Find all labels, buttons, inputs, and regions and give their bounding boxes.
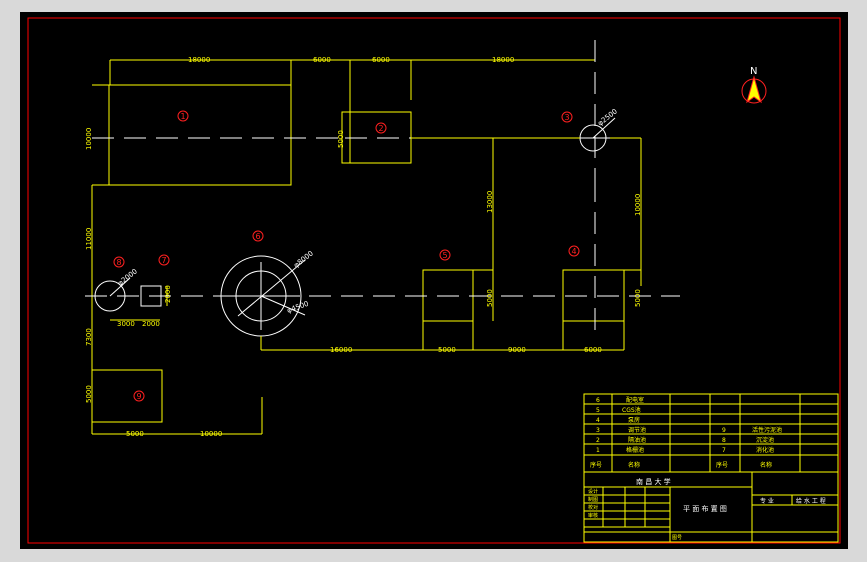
dim-3000: 3000 <box>117 320 135 328</box>
dim-10000-right: 10000 <box>634 194 642 216</box>
table-right-no-1: 8 <box>722 437 726 444</box>
table-row-no-3: 3 <box>596 427 600 434</box>
dim-2000-v: 2000 <box>164 285 172 303</box>
marker-2-label: 2 <box>379 124 384 133</box>
drawing-number-label: 图号 <box>672 535 682 541</box>
table-header-name2: 名称 <box>760 461 772 469</box>
center-lines <box>85 40 680 330</box>
table-row-no-0: 6 <box>596 397 600 404</box>
parts-table: 6 配电室 5 CGS池 4 泵房 3 调节池 2 隔油池 1 格栅池 9 活性… <box>583 393 839 473</box>
marker-6-label: 6 <box>256 232 261 241</box>
drawing-frame <box>27 17 841 544</box>
marker-2: 2 <box>375 122 387 134</box>
dim-5000-bot: 5000 <box>438 346 456 354</box>
table-row-no-2: 4 <box>596 417 600 424</box>
north-label: N <box>750 66 757 77</box>
dim-5000-9w: 5000 <box>126 430 144 438</box>
school-name: 南 昌 大 学 <box>636 477 671 486</box>
table-right-no-0: 9 <box>722 427 726 434</box>
table-right-no-2: 7 <box>722 447 726 454</box>
building-9 <box>91 369 163 423</box>
building-4 <box>562 269 625 322</box>
table-row-name-5: 格栅池 <box>626 446 644 454</box>
marker-7-label: 7 <box>162 256 167 265</box>
marker-5-label: 5 <box>443 251 448 260</box>
markers: 1 2 3 4 5 6 7 8 9 <box>113 110 580 402</box>
dim-16000: 16000 <box>330 346 352 354</box>
table-right-name-0: 活性污泥池 <box>752 426 782 434</box>
north-arrow-icon: N <box>741 66 767 104</box>
dim-5000-b4: 5000 <box>634 289 642 307</box>
role-0: 设计 <box>588 488 598 495</box>
dim-6000-bot: 6000 <box>584 346 602 354</box>
role-2: 校对 <box>588 504 598 511</box>
marker-3: 3 <box>561 111 573 123</box>
dim-11000: 11000 <box>85 228 93 250</box>
table-right-name-2: 消化池 <box>756 446 774 454</box>
building-1 <box>92 84 292 186</box>
marker-4-label: 4 <box>572 247 577 256</box>
table-header-no: 序号 <box>590 461 602 469</box>
dim-5000-b5: 5000 <box>486 289 494 307</box>
table-row-name-4: 隔油池 <box>628 436 646 444</box>
table-row-name-1: CGS池 <box>622 406 641 414</box>
dim-2000-h: 2000 <box>142 320 160 328</box>
dim-13000: 13000 <box>486 191 494 213</box>
dim-5000-b9: 5000 <box>85 385 93 403</box>
drawing-title: 平 面 布 置 图 <box>683 504 727 513</box>
marker-3-label: 3 <box>565 113 570 122</box>
marker-6: 6 <box>252 230 264 242</box>
table-row-name-0: 配电室 <box>626 396 644 404</box>
dim-10000-bot: 10000 <box>200 430 222 438</box>
marker-8-label: 8 <box>117 258 122 267</box>
discipline-label: 给 水 工 程 <box>796 497 826 505</box>
dim-5000-b2: 5000 <box>337 130 345 148</box>
table-row-name-2: 泵房 <box>628 416 640 424</box>
marker-9: 9 <box>133 390 145 402</box>
dim-6000-b: 6000 <box>372 56 390 64</box>
marker-1: 1 <box>177 110 189 122</box>
dim-18000-a: 18000 <box>188 56 210 64</box>
role-1: 制图 <box>588 496 598 503</box>
dim-6000-a: 6000 <box>313 56 331 64</box>
table-row-no-4: 2 <box>596 437 600 444</box>
marker-9-label: 9 <box>137 392 142 401</box>
table-header-no2: 序号 <box>716 461 728 469</box>
major-label: 专 业 <box>760 497 774 505</box>
table-row-name-3: 调节池 <box>628 426 646 434</box>
table-row-no-5: 1 <box>596 447 600 454</box>
marker-8: 8 <box>113 256 125 268</box>
role-3: 审核 <box>588 512 598 519</box>
piping-lines <box>91 59 642 435</box>
marker-1-label: 1 <box>181 112 186 121</box>
dim-18000-b: 18000 <box>492 56 514 64</box>
marker-5: 5 <box>439 249 451 261</box>
table-header-name: 名称 <box>628 461 640 469</box>
dim-9000: 9000 <box>508 346 526 354</box>
table-row-no-1: 5 <box>596 407 600 414</box>
marker-4: 4 <box>568 245 580 257</box>
dim-7300: 7300 <box>85 328 93 346</box>
marker-7: 7 <box>158 254 170 266</box>
table-right-name-1: 沉淀池 <box>756 436 774 444</box>
title-block: 南 昌 大 学 平 面 布 置 图 专 业 给 水 工 程 设计 制图 校对 审… <box>583 471 839 543</box>
dim-10000-left: 10000 <box>85 128 93 150</box>
